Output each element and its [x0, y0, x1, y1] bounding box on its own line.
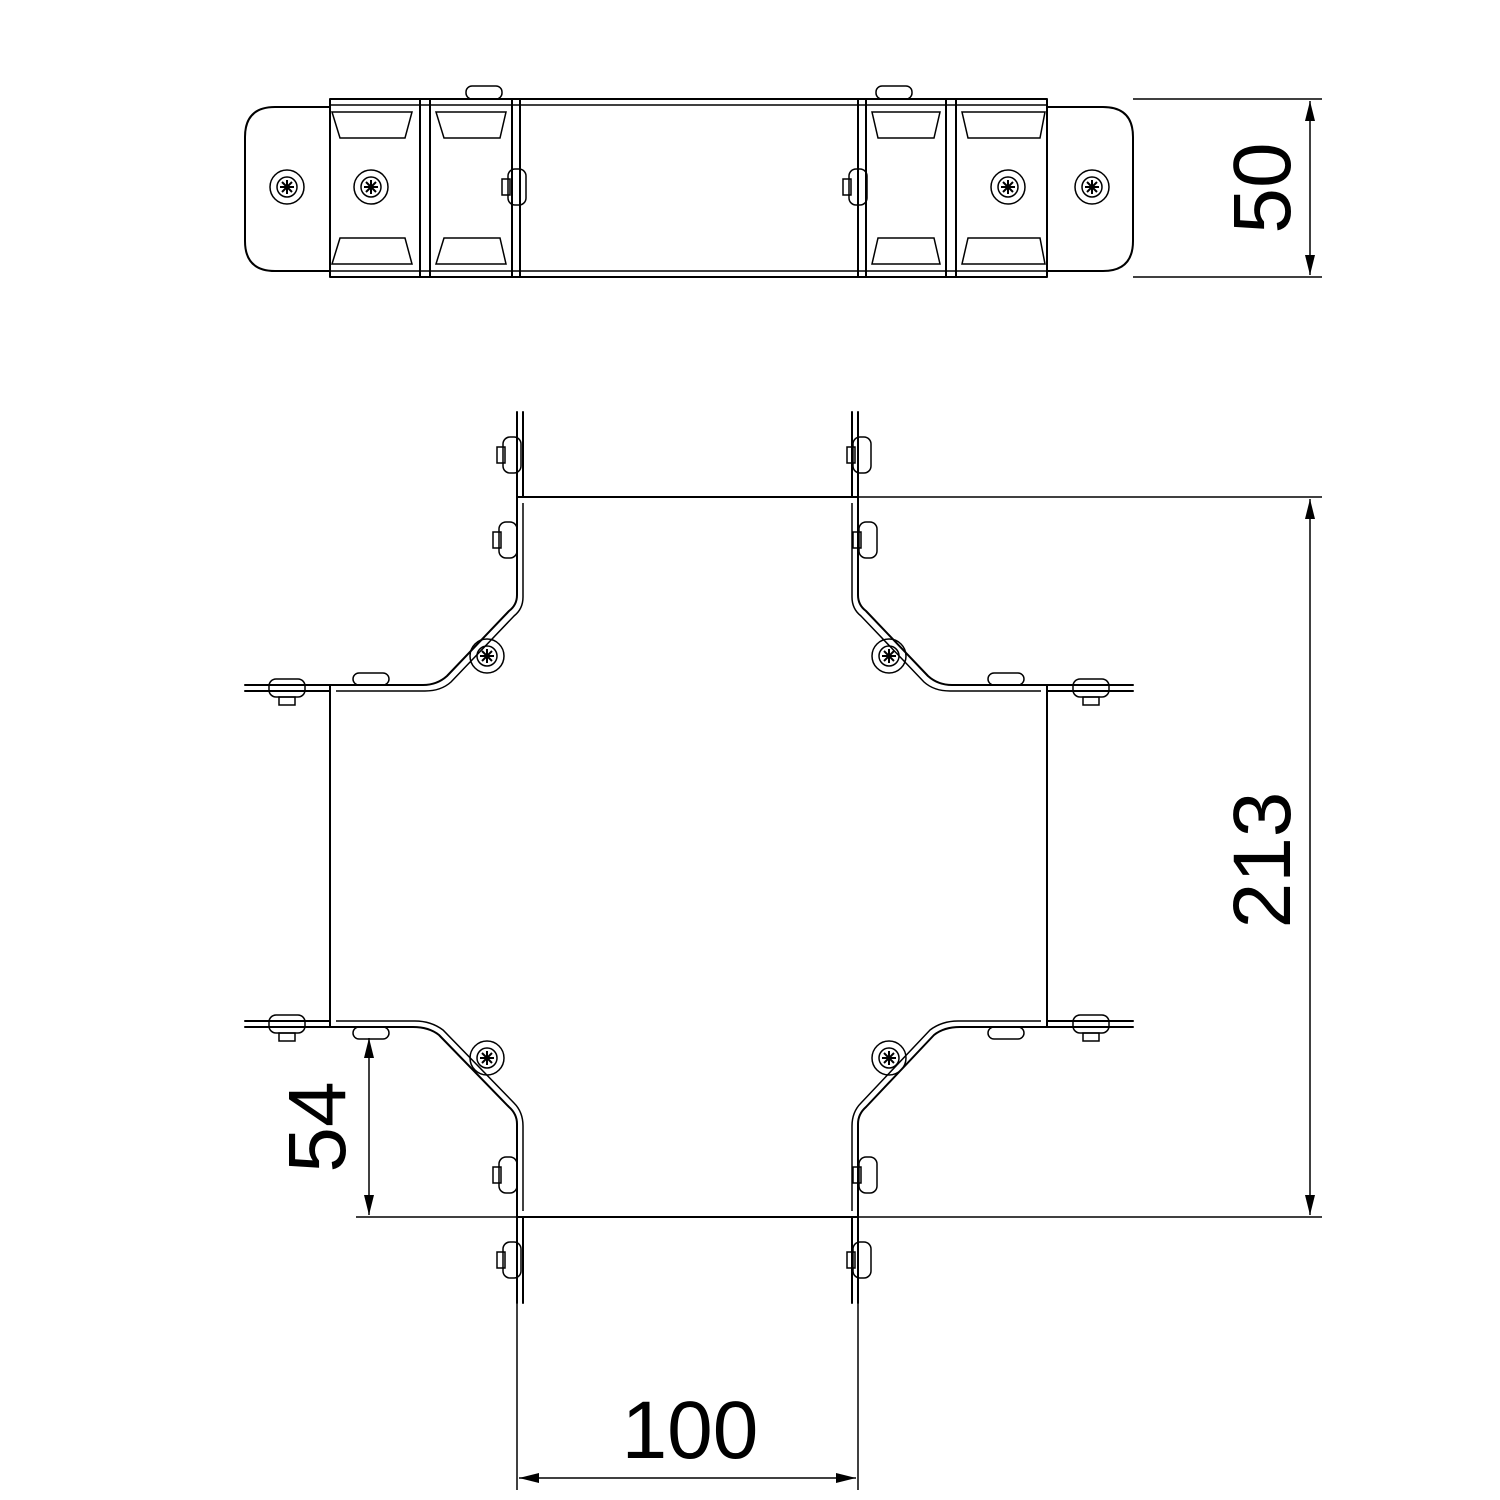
bolt-icon: [501, 168, 527, 206]
dimension-54-label: 54: [272, 1081, 363, 1172]
dimension-50-label: 50: [1217, 142, 1308, 233]
bolt-icon: [492, 521, 518, 559]
bolt-icon: [842, 168, 868, 206]
dimension-100-label: 100: [622, 1385, 759, 1476]
screw-icon: [353, 169, 389, 205]
screw-icon: [990, 169, 1026, 205]
left-end-plate: [244, 106, 331, 272]
right-end-plate: [1046, 106, 1134, 272]
dimension-213-label: 213: [1217, 792, 1308, 929]
top-view: 50: [244, 85, 1322, 278]
top-body-outline: [329, 98, 1048, 278]
plan-view: 213 54 100: [244, 411, 1322, 1490]
screw-icon: [469, 1040, 505, 1076]
bolt-icon: [852, 521, 878, 559]
cross-outline: [329, 496, 1048, 1218]
screw-icon: [1074, 169, 1110, 205]
screw-icon: [871, 638, 907, 674]
screw-icon: [269, 169, 305, 205]
screw-icon: [871, 1040, 907, 1076]
bolt-icon: [852, 1156, 878, 1194]
bolt-icon: [492, 1156, 518, 1194]
